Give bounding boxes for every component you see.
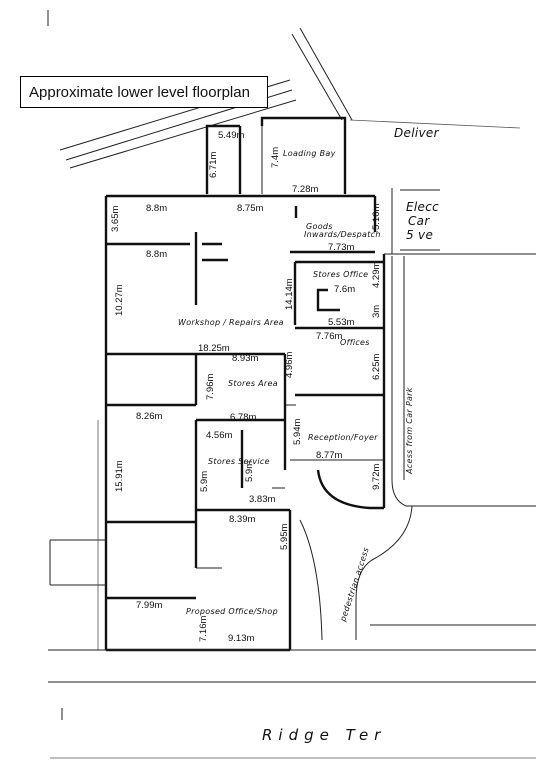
- dim-8-77: 8.77m: [316, 450, 342, 461]
- dim-7-4: 7.4m: [270, 147, 281, 168]
- dim-3-65: 3.65m: [110, 206, 121, 232]
- caption-box: Approximate lower level floorplan: [20, 76, 268, 108]
- workshop-label: Workshop / Repairs Area: [178, 318, 284, 327]
- dim-5-9a: 5.9m: [199, 471, 210, 492]
- access-paths: [299, 253, 536, 641]
- stores-area-label: Stores Area: [228, 379, 278, 388]
- goods-label-1: Goods: [306, 222, 333, 231]
- interior-walls: [106, 206, 384, 600]
- elec-car-box: [400, 189, 440, 251]
- dim-4-96: 4.96m: [284, 352, 295, 378]
- dim-5-49: 5.49m: [218, 130, 244, 141]
- dim-5-16: 5.16m: [371, 204, 382, 230]
- dim-4-29: 4.29m: [371, 262, 382, 288]
- goods-label-2: Inwards/Despatch: [304, 230, 381, 239]
- access-label: Acess from Car Park: [405, 387, 414, 475]
- dim-8-75: 8.75m: [237, 203, 263, 214]
- dim-7-76: 7.76m: [316, 331, 342, 342]
- offices-label: Offices: [340, 338, 370, 347]
- dim-14-14: 14.14m: [284, 278, 295, 310]
- dim-7-73: 7.73m: [328, 242, 354, 253]
- loading-bay-walls: [205, 116, 347, 194]
- dim-10-27: 10.27m: [114, 284, 125, 316]
- caption-text: Approximate lower level floorplan: [29, 83, 250, 101]
- stores-service-label: Stores Service: [208, 457, 270, 466]
- dim-8-26: 8.26m: [136, 411, 162, 422]
- dim-5-9b: 5.9m: [244, 461, 255, 482]
- dim-3-83: 3.83m: [249, 494, 275, 505]
- dim-7-16: 7.16m: [198, 616, 209, 642]
- dim-7-96: 7.96m: [205, 374, 216, 400]
- dim-7-6: 7.6m: [334, 284, 355, 295]
- dim-5-94: 5.94m: [292, 419, 303, 445]
- dim-7-28: 7.28m: [292, 184, 318, 195]
- dim-8-8a: 8.8m: [146, 203, 167, 214]
- street-label: Ridge Ter: [262, 726, 386, 744]
- dim-18-25: 18.25m: [198, 343, 230, 354]
- dim-3m: 3m: [371, 305, 382, 318]
- elec-label-2: Car: [408, 214, 430, 228]
- stores-office-label: Stores Office: [313, 270, 368, 279]
- dim-8-39: 8.39m: [229, 514, 255, 525]
- left-annex: [49, 420, 106, 650]
- dim-5-53: 5.53m: [328, 317, 354, 328]
- proposed-office-label: Proposed Office/Shop: [186, 607, 278, 616]
- dim-9-72: 9.72m: [371, 464, 382, 490]
- dim-9-13: 9.13m: [228, 633, 254, 644]
- elec-label-3: 5 ve: [406, 228, 433, 242]
- road-lines: [48, 649, 536, 759]
- loading-bay-label: Loading Bay: [283, 149, 336, 158]
- dim-6-71: 6.71m: [208, 152, 219, 178]
- dim-6-25: 6.25m: [371, 354, 382, 380]
- dimension-labels: 5.49m 6.71m 7.4m 7.28m 3.65m 8.8m 8.75m …: [110, 130, 382, 644]
- dim-6-78: 6.78m: [230, 412, 256, 423]
- dim-15-91: 15.91m: [114, 460, 125, 492]
- dim-8-93: 8.93m: [232, 353, 258, 364]
- dim-4-56: 4.56m: [206, 430, 232, 441]
- dim-5-95: 5.95m: [279, 524, 290, 550]
- dim-8-8b: 8.8m: [146, 249, 167, 260]
- pedestrian-label: pedestrian access: [338, 546, 371, 623]
- reception-label: Reception/Foyer: [308, 433, 378, 442]
- dim-7-99: 7.99m: [136, 600, 162, 611]
- delivery-label: Deliver: [394, 126, 440, 140]
- elec-label-1: Elecc: [406, 200, 439, 214]
